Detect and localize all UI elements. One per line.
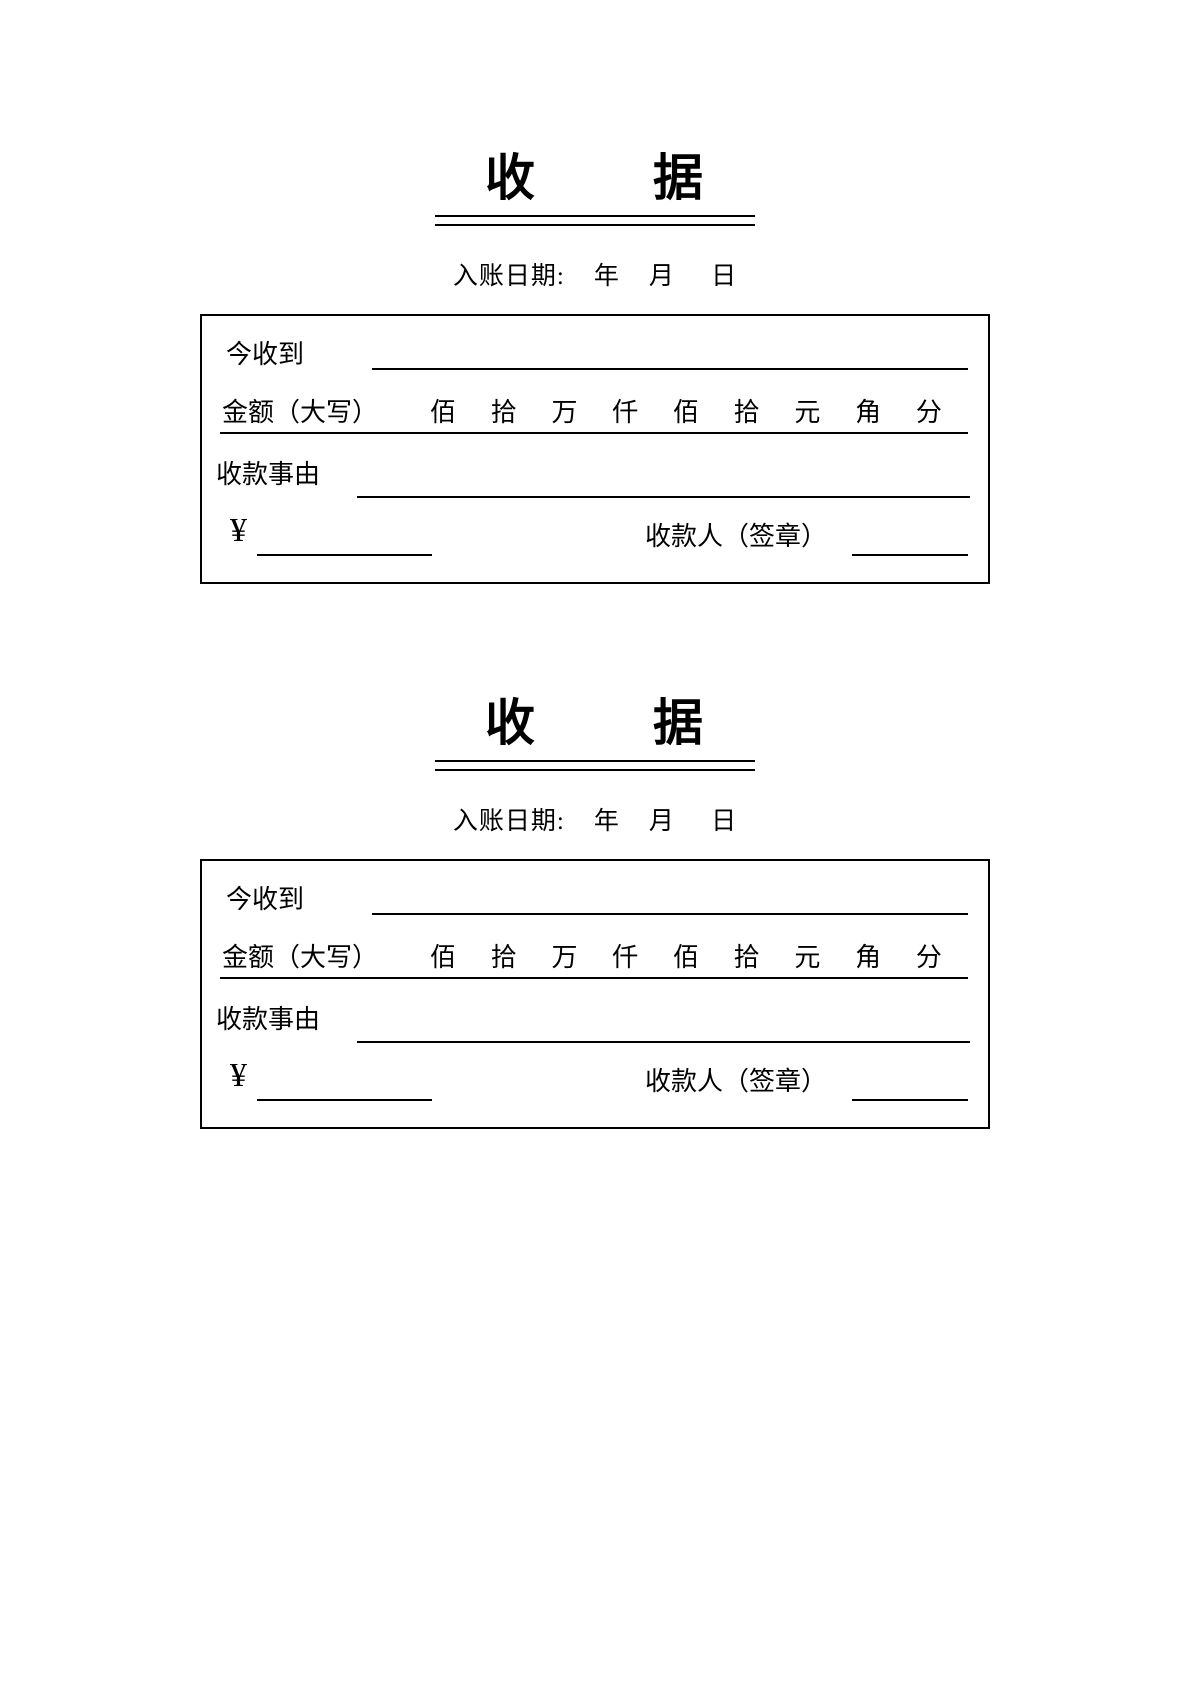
denomination-cell-2: 万 <box>551 397 578 427</box>
denomination-cell-8: 分 <box>915 397 942 427</box>
receipt-title-block: 收 据 <box>0 150 1190 226</box>
denomination-cell-1: 拾 <box>490 942 517 972</box>
payment-reason-label: 收款事由 <box>216 1004 321 1034</box>
title-underline-upper <box>435 759 755 762</box>
received-from-write-line[interactable] <box>372 367 968 370</box>
entry-date-line: 入账日期: 年 月 日 <box>0 801 1190 837</box>
payee-signature-label: 收款人（签章） <box>645 521 828 551</box>
received-from-label: 今收到 <box>226 884 305 914</box>
denomination-scale: 佰 拾 万 仟 佰 拾 元 角 分 <box>430 937 966 974</box>
received-from-write-line[interactable] <box>372 912 968 915</box>
payment-reason-label: 收款事由 <box>216 459 321 489</box>
denomination-cell-6: 元 <box>794 397 821 427</box>
denomination-cell-3: 仟 <box>612 942 639 972</box>
amount-in-figures-write-line[interactable] <box>257 553 432 556</box>
row-received: 今收到 <box>202 871 988 929</box>
receipt-body-frame: 今收到 金额（大写） 佰 拾 万 仟 佰 拾 元 角 分 <box>200 858 990 1129</box>
amount-in-words-label: 金额（大写） <box>222 942 379 972</box>
yuan-currency-icon: ¥ <box>230 511 247 549</box>
amount-in-words-write-line[interactable] <box>220 431 968 434</box>
row-received: 今收到 <box>202 326 988 384</box>
denomination-cell-7: 角 <box>855 397 882 427</box>
denomination-cell-7: 角 <box>855 942 882 972</box>
payment-reason-write-line[interactable] <box>357 495 970 498</box>
amount-in-words-label: 金额（大写） <box>222 397 379 427</box>
receipt-copy-1: 收 据 入账日期: 年 月 日 今收到 金额（大写） 佰 拾 万 <box>0 150 1190 584</box>
page-title: 收 据 <box>485 695 705 751</box>
row-signature: ¥ 收款人（签章） <box>202 1053 988 1119</box>
received-from-label: 今收到 <box>226 339 305 369</box>
denomination-cell-3: 仟 <box>612 397 639 427</box>
title-underline-lower <box>435 768 755 771</box>
payee-signature-label: 收款人（签章） <box>645 1066 828 1096</box>
denomination-cell-4: 佰 <box>672 942 699 972</box>
receipt-body-frame: 今收到 金额（大写） 佰 拾 万 仟 佰 拾 元 角 分 <box>200 313 990 584</box>
denomination-cell-2: 万 <box>551 942 578 972</box>
payment-reason-write-line[interactable] <box>357 1040 970 1043</box>
row-reason: 收款事由 <box>202 448 988 506</box>
receipt-title-block: 收 据 <box>0 695 1190 771</box>
denomination-cell-1: 拾 <box>490 397 517 427</box>
row-signature: ¥ 收款人（签章） <box>202 508 988 574</box>
denomination-cell-0: 佰 <box>430 397 457 427</box>
entry-date-label: 入账日期: 年 月 日 <box>452 262 738 290</box>
page-title: 收 据 <box>485 150 705 206</box>
payee-signature-write-line[interactable] <box>852 1098 968 1101</box>
receipt-copy-2: 收 据 入账日期: 年 月 日 今收到 金额（大写） 佰 拾 万 <box>0 695 1190 1129</box>
row-reason: 收款事由 <box>202 993 988 1051</box>
row-amount: 金额（大写） 佰 拾 万 仟 佰 拾 元 角 分 <box>202 929 988 987</box>
receipt-title-inner: 收 据 <box>435 695 755 771</box>
amount-in-figures-write-line[interactable] <box>257 1098 432 1101</box>
entry-date-label: 入账日期: 年 月 日 <box>452 807 738 835</box>
denomination-cell-6: 元 <box>794 942 821 972</box>
row-amount: 金额（大写） 佰 拾 万 仟 佰 拾 元 角 分 <box>202 384 988 442</box>
denomination-cell-4: 佰 <box>672 397 699 427</box>
yuan-currency-icon: ¥ <box>230 1056 247 1094</box>
denomination-scale: 佰 拾 万 仟 佰 拾 元 角 分 <box>430 392 966 429</box>
title-underline-upper <box>435 214 755 217</box>
denomination-cell-5: 拾 <box>733 397 760 427</box>
payee-signature-write-line[interactable] <box>852 553 968 556</box>
receipt-title-inner: 收 据 <box>435 150 755 226</box>
denomination-cell-8: 分 <box>915 942 942 972</box>
denomination-cell-5: 拾 <box>733 942 760 972</box>
entry-date-line: 入账日期: 年 月 日 <box>0 256 1190 292</box>
amount-in-words-write-line[interactable] <box>220 976 968 979</box>
title-underline-lower <box>435 223 755 226</box>
denomination-cell-0: 佰 <box>430 942 457 972</box>
